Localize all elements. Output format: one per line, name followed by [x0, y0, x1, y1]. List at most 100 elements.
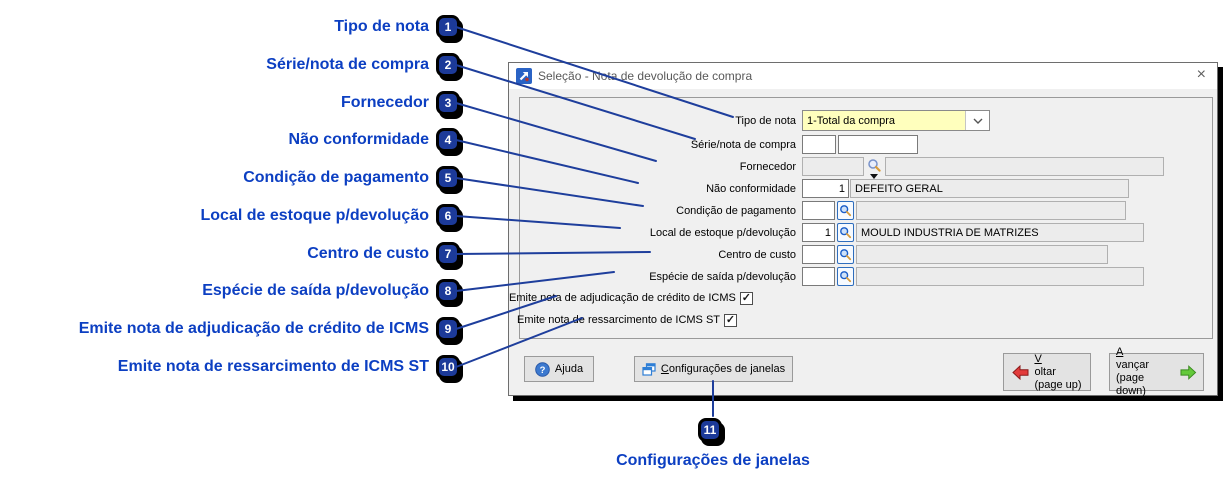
window-settings-button[interactable]: Configurações de janelas: [634, 356, 793, 382]
annotation-row-3: Fornecedor 3: [0, 88, 460, 118]
field-label: Não conformidade: [706, 182, 796, 195]
annotation-row-9: Emite nota de adjudicação de crédito de …: [0, 314, 460, 344]
cascade-windows-icon: [642, 362, 656, 376]
annotation-label: Não conformidade: [288, 131, 429, 148]
dialog-window: Seleção - Nota de devolução de compra × …: [508, 62, 1218, 397]
chevron-down-icon: [973, 118, 982, 124]
annotation-row-2: Série/nota de compra 2: [0, 50, 460, 80]
help-button[interactable]: ? Ajuda: [524, 356, 594, 382]
magnifier-icon: [868, 159, 881, 172]
field-row-nao-conformidade: Não conformidade DEFEITO GERAL: [509, 178, 1217, 199]
condicao-pagamento-description-field: [856, 201, 1126, 220]
field-row-condicao-pagamento: Condição de pagamento: [509, 200, 1217, 221]
help-button-label: Ajuda: [554, 363, 584, 375]
ressarcimento-checkbox[interactable]: ✓: [724, 313, 737, 327]
annotation-label: Espécie de saída p/devolução: [202, 282, 429, 299]
checkbox-label: Emite nota de ressarcimento de ICMS ST: [517, 314, 720, 326]
field-label: Espécie de saída p/devolução: [649, 270, 796, 283]
local-estoque-description-field: MOULD INDUSTRIA DE MATRIZES: [856, 223, 1144, 242]
window-settings-button-label: Configurações de janelas: [660, 363, 786, 375]
dropdown-triangle-icon: [870, 174, 878, 179]
condicao-pagamento-code-input[interactable]: [802, 201, 835, 220]
centro-custo-code-input[interactable]: [802, 245, 835, 264]
annotation-label: Condição de pagamento: [243, 169, 429, 186]
magnifier-icon: [840, 227, 852, 239]
annotation-label: Emite nota de adjudicação de crédito de …: [78, 320, 429, 337]
annotation-row-1: Tipo de nota 1: [0, 12, 460, 42]
field-row-fornecedor: Fornecedor: [509, 156, 1217, 179]
annotation-label: Fornecedor: [340, 94, 429, 111]
adjudicacao-checkbox[interactable]: ✓: [739, 291, 753, 305]
field-row-tipo-de-nota: Tipo de nota 1-Total da compra: [509, 110, 1217, 131]
annotation-label: Emite nota de ressarcimento de ICMS ST: [117, 358, 429, 375]
annotation-label: Tipo de nota: [334, 18, 429, 35]
callout-badge-4: 4: [436, 128, 460, 152]
callout-badge-8: 8: [436, 279, 460, 303]
annotation-label-bottom: Configurações de janelas: [616, 452, 810, 469]
annotation-row-8: Espécie de saída p/devolução 8: [0, 276, 460, 306]
combobox-dropdown-button[interactable]: [965, 111, 989, 130]
annotation-row-6: Local de estoque p/devolução 6: [0, 201, 460, 231]
magnifier-icon: [840, 205, 852, 217]
field-label: Local de estoque p/devolução: [649, 226, 796, 239]
especie-saida-code-input[interactable]: [802, 267, 835, 286]
callout-badge-9: 9: [436, 317, 460, 341]
app-icon: [516, 68, 532, 84]
checkbox-row-adjudicacao: Emite nota de adjudicação de crédito de …: [509, 290, 1217, 306]
centro-custo-description-field: [856, 245, 1108, 264]
field-row-especie-saida: Espécie de saída p/devolução: [509, 266, 1217, 287]
callout-badge-3: 3: [436, 91, 460, 115]
title-bar: Seleção - Nota de devolução de compra ×: [509, 63, 1217, 89]
callout-badge-7: 7: [436, 242, 460, 266]
annotation-label: Série/nota de compra: [266, 56, 429, 73]
combobox-value: 1-Total da compra: [807, 114, 896, 127]
red-arrow-left-icon: [1012, 364, 1029, 380]
annotation-label: Centro de custo: [307, 245, 429, 262]
local-estoque-lookup-button[interactable]: [837, 223, 854, 242]
magnifier-icon: [840, 249, 852, 261]
magnifier-icon: [840, 271, 852, 283]
local-estoque-code-input[interactable]: [802, 223, 835, 242]
field-row-centro-custo: Centro de custo: [509, 244, 1217, 265]
nota-compra-input[interactable]: [838, 135, 918, 154]
especie-saida-description-field: [856, 267, 1144, 286]
checkbox-label: Emite nota de adjudicação de crédito de …: [509, 292, 736, 304]
field-label: Centro de custo: [718, 248, 796, 261]
field-row-serie-nota: Série/nota de compra: [509, 134, 1217, 155]
field-label: Condição de pagamento: [676, 204, 796, 217]
close-icon[interactable]: ×: [1196, 66, 1206, 83]
svg-text:?: ?: [540, 365, 546, 376]
callout-badge-1: 1: [436, 15, 460, 39]
condicao-pagamento-lookup-button[interactable]: [837, 201, 854, 220]
field-label: Tipo de nota: [735, 114, 796, 127]
annotation-row-7: Centro de custo 7: [0, 239, 460, 269]
checkbox-row-ressarcimento: Emite nota de ressarcimento de ICMS ST ✓: [509, 312, 1217, 328]
help-icon: ?: [535, 361, 550, 377]
especie-saida-lookup-button[interactable]: [837, 267, 854, 286]
fornecedor-description-field: [885, 157, 1164, 176]
callout-badge-2: 2: [436, 53, 460, 77]
callout-badge-11: 11: [698, 418, 722, 442]
nao-conformidade-code-input[interactable]: [802, 179, 849, 198]
window-title: Seleção - Nota de devolução de compra: [538, 69, 753, 83]
check-icon: ✓: [741, 291, 751, 304]
serie-input[interactable]: [802, 135, 836, 154]
fornecedor-search-icon[interactable]: [865, 157, 884, 179]
nao-conformidade-description-field: DEFEITO GERAL: [850, 179, 1129, 198]
centro-custo-lookup-button[interactable]: [837, 245, 854, 264]
check-icon: ✓: [725, 313, 736, 326]
callout-badge-6: 6: [436, 204, 460, 228]
tipo-de-nota-combobox[interactable]: 1-Total da compra: [802, 110, 990, 131]
field-row-local-estoque: Local de estoque p/devolução MOULD INDUS…: [509, 222, 1217, 243]
annotation-label: Local de estoque p/devolução: [200, 207, 430, 224]
field-label: Série/nota de compra: [690, 138, 796, 151]
green-arrow-right-icon: [1180, 364, 1197, 380]
fornecedor-code-input: [802, 157, 864, 176]
